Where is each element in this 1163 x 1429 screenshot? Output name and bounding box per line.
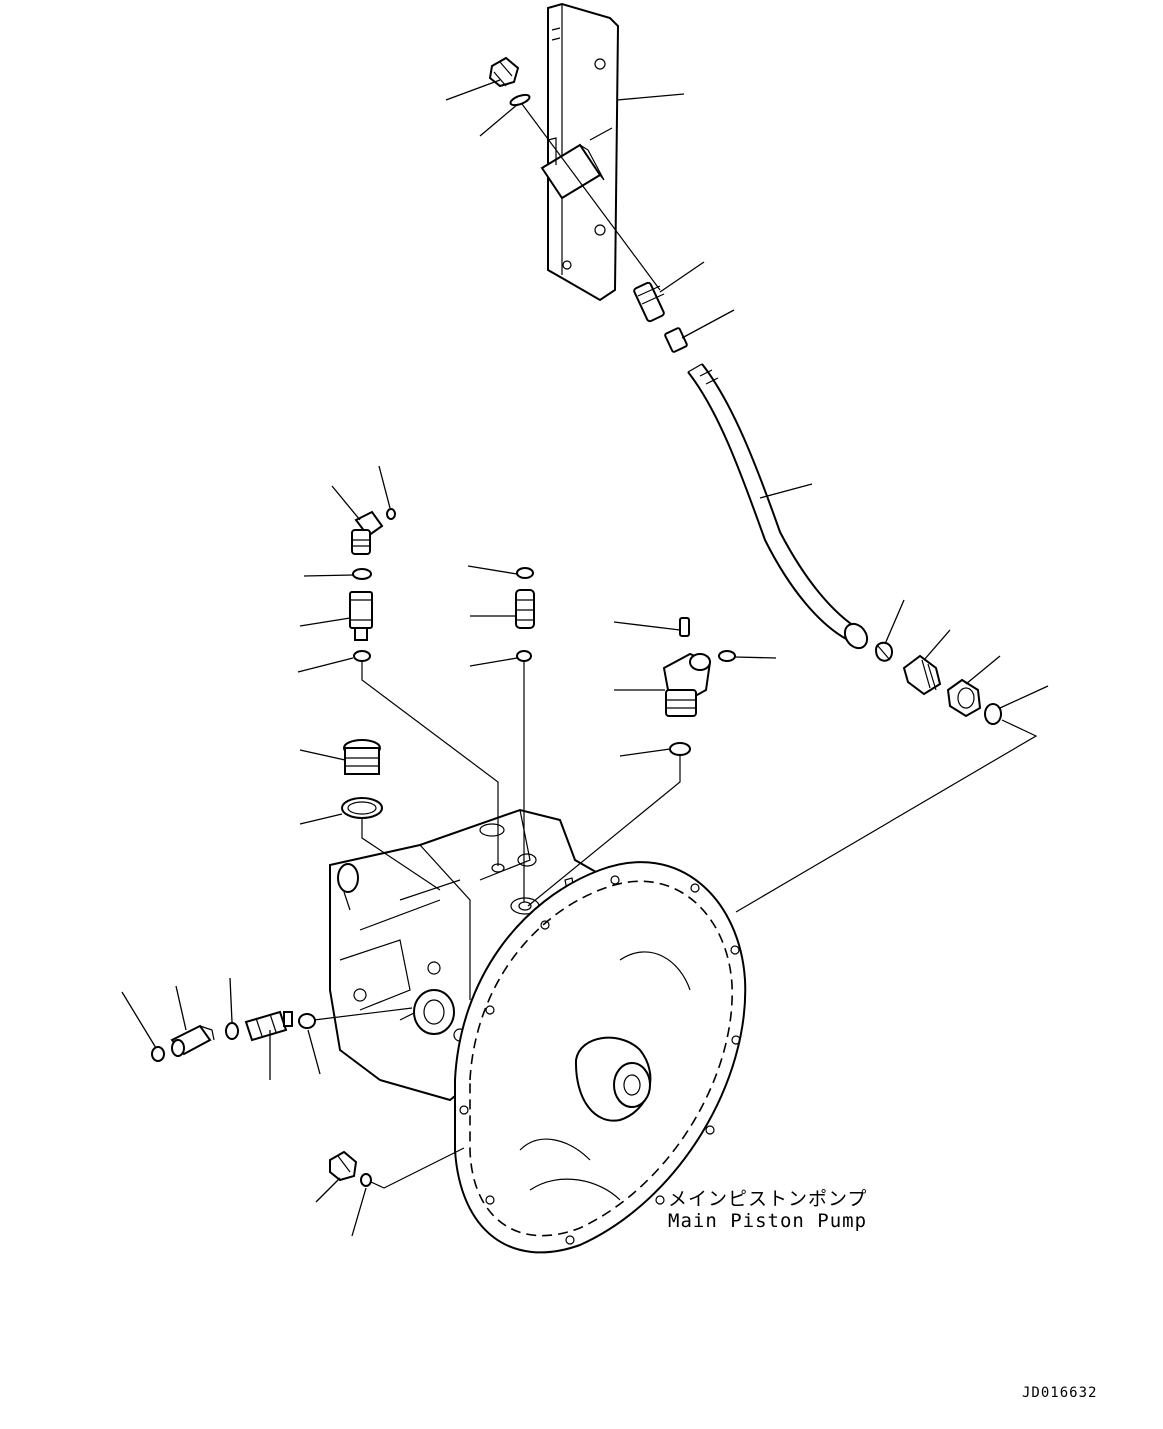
- adapter-right: [902, 654, 942, 696]
- o-ring-h: [151, 1046, 165, 1062]
- plug-small: [679, 617, 690, 637]
- hose-clamp: [874, 641, 894, 662]
- o-ring-f: [718, 650, 736, 662]
- assembly-lines: [313, 662, 1038, 1189]
- leader-lines: [121, 79, 1049, 1237]
- plug-large: [343, 739, 381, 775]
- coupling-left: [349, 591, 373, 641]
- hose-fitting-upper: [633, 281, 665, 323]
- o-ring-a: [386, 508, 396, 520]
- main-piston-pump: [329, 808, 747, 1254]
- hose: [687, 363, 869, 650]
- connector-middle: [515, 589, 535, 629]
- washer-top: [509, 93, 531, 107]
- elbow-fitting-lower: [170, 1024, 215, 1057]
- elbow-fitting-left: [351, 510, 384, 555]
- tee-fitting: [662, 652, 712, 717]
- o-ring-i: [225, 1022, 239, 1040]
- hose-sleeve: [664, 327, 688, 353]
- bolt-bottom: [329, 1150, 358, 1182]
- o-ring-e: [516, 650, 532, 662]
- bracket-plate: [540, 2, 620, 302]
- drawing-number: JD016632: [1022, 1385, 1098, 1401]
- o-ring-d: [516, 567, 534, 579]
- component-label-japanese: メインピストンポンプ: [668, 1188, 868, 1210]
- union-right: [946, 678, 982, 718]
- connector-lower: [244, 1010, 293, 1042]
- bolt-top: [488, 56, 520, 88]
- o-ring-j: [298, 1013, 316, 1029]
- washer-bottom: [360, 1173, 372, 1187]
- o-ring-c: [353, 650, 371, 662]
- o-ring-g: [669, 742, 691, 756]
- component-label-english: Main Piston Pump: [668, 1210, 868, 1232]
- o-ring-b: [352, 568, 372, 580]
- o-ring-right: [984, 703, 1002, 725]
